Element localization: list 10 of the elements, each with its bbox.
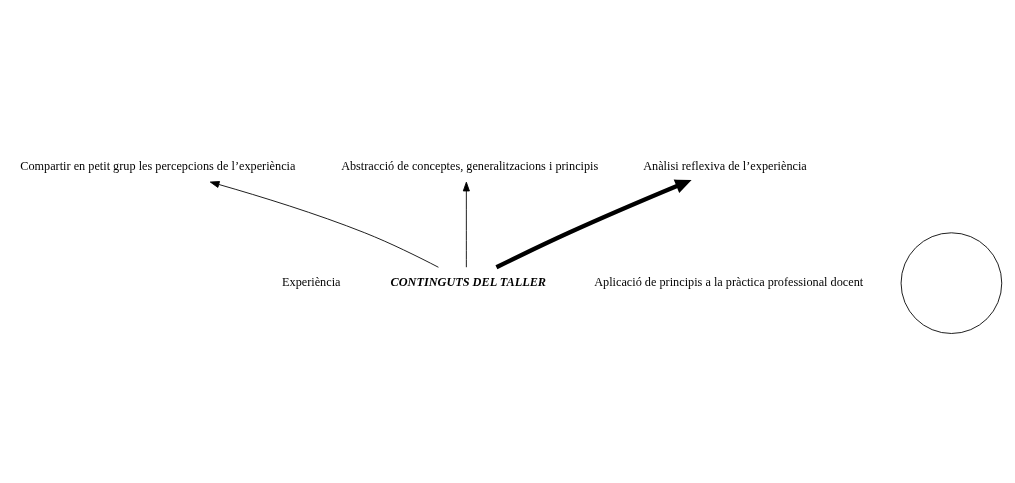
node-text: Compartir en petit grup les percepcions de l’experiència [20, 158, 296, 172]
node-text: Aplicació de principis a la pràctica professional docent [594, 274, 864, 289]
node-text: Anàlisi reflexiva de l’experiència [643, 158, 807, 172]
arrow [495, 179, 692, 269]
arrow [209, 180, 439, 268]
node-text: CONTINGUTS DEL TALLER [390, 274, 547, 289]
node-text: Abstracció de conceptes, generalitzacions i principis [341, 158, 599, 172]
node-circle [900, 231, 1003, 334]
arrow [462, 181, 470, 268]
node-text: Experiència [282, 274, 341, 289]
